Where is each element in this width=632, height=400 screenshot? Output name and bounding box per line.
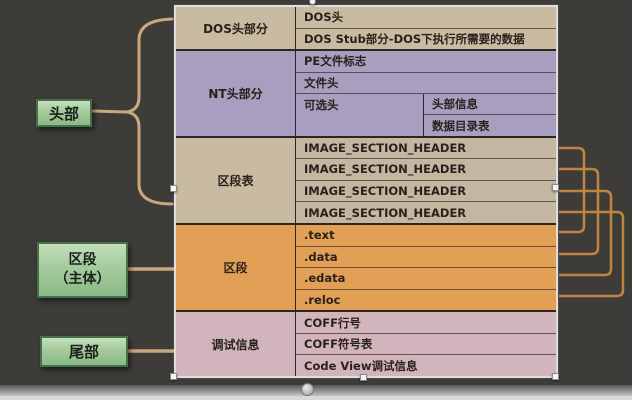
- table-row-coff-symbol-table: COFF符号表: [296, 333, 556, 356]
- bracket-2: [559, 167, 600, 256]
- table-row-section-header-4: IMAGE_SECTION_HEADER: [296, 202, 556, 225]
- label-box-header-text: 头部: [48, 104, 79, 123]
- table-row-text-section: .text: [296, 224, 556, 247]
- group-label-debug-info: 调试信息: [176, 312, 295, 376]
- table-row-section-header-1: IMAGE_SECTION_HEADER: [296, 137, 556, 160]
- table-row-reloc-section: .reloc: [296, 289, 556, 313]
- group-label-section-table: 区段表: [176, 138, 295, 226]
- table-row-dos-head: DOS头: [296, 7, 556, 29]
- selection-handle-bottom-left[interactable]: [170, 373, 177, 380]
- optional-header-subcolumn: 头部信息 数据目录表: [424, 94, 556, 135]
- header-brace: [126, 17, 174, 206]
- label-box-tail-text: 尾部: [68, 343, 99, 361]
- table-subrow-header-info: 头部信息: [424, 94, 556, 116]
- table-row-codeview-debug: Code View调试信息: [296, 355, 556, 377]
- bottom-edge-strip: [0, 396, 632, 400]
- scrubber-knob[interactable]: [301, 383, 314, 396]
- table-row-edata-section: .edata: [296, 268, 556, 290]
- table-row-optional-header: 可选头 头部信息 数据目录表: [296, 94, 556, 138]
- table-row-section-header-2: IMAGE_SECTION_HEADER: [296, 159, 556, 181]
- header-connector-line: [91, 109, 129, 114]
- table-row-dos-stub: DOS Stub部分-DOS下执行所需要的数据: [296, 28, 556, 52]
- bracket-4: [559, 210, 625, 298]
- group-label-sections: 区段: [176, 225, 295, 313]
- selection-handle-mid-right[interactable]: [552, 184, 559, 191]
- table-row-data-section: .data: [296, 246, 556, 269]
- optional-header-cell: 可选头: [296, 94, 424, 136]
- scrubber-bar[interactable]: [0, 385, 632, 396]
- group-label-dos-header: DOS头部分: [176, 7, 295, 52]
- bracket-3: [559, 189, 613, 277]
- bracket-1: [559, 146, 586, 234]
- label-box-body[interactable]: 区段 （主体）: [37, 242, 128, 298]
- table-row-file-header: 文件头: [296, 72, 556, 95]
- label-box-header[interactable]: 头部: [36, 99, 92, 127]
- detail-rows-column: DOS头 DOS Stub部分-DOS下执行所需要的数据 PE文件标志 文件头 …: [296, 7, 556, 377]
- table-row-pe-signature: PE文件标志: [296, 51, 556, 73]
- label-box-body-line2: （主体）: [54, 271, 111, 287]
- label-box-tail[interactable]: 尾部: [40, 336, 128, 367]
- group-label-column: DOS头部分 NT头部分 区段表 区段 调试信息: [176, 7, 296, 376]
- label-box-body-line1: 区段: [68, 252, 97, 269]
- section-header-brackets: [559, 146, 625, 298]
- selection-handle-bottom-right[interactable]: [552, 373, 559, 380]
- selection-handle-mid-left[interactable]: [170, 185, 177, 192]
- table-row-coff-line-numbers: COFF行号: [296, 312, 556, 334]
- table-subrow-data-directory: 数据目录表: [432, 118, 490, 133]
- table-row-section-header-3: IMAGE_SECTION_HEADER: [296, 180, 556, 203]
- pe-structure-table[interactable]: DOS头部分 NT头部分 区段表 区段 调试信息 DOS头 DOS Stub部分…: [174, 5, 558, 378]
- selection-handle-bottom-middle[interactable]: [360, 374, 367, 381]
- selection-handle-top-middle[interactable]: [309, 0, 316, 5]
- group-label-nt-header: NT头部分: [176, 51, 295, 139]
